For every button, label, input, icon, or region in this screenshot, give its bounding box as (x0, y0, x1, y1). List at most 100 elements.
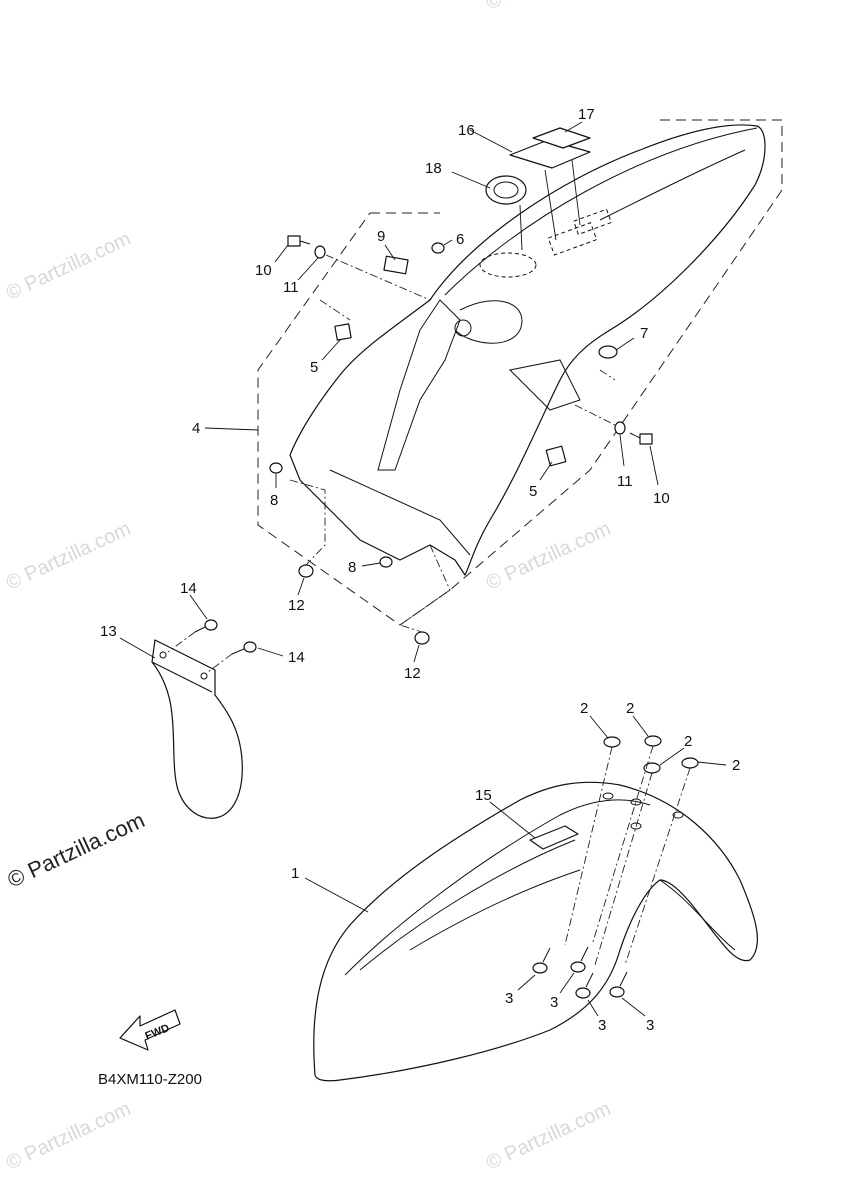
leader-3b (559, 972, 575, 994)
callout-18: 18 (425, 160, 442, 177)
callout-11-left: 11 (283, 279, 299, 296)
callout-4: 4 (192, 420, 200, 437)
leader-12a (297, 577, 305, 596)
leader-6 (443, 239, 453, 246)
label-position-2 (572, 208, 612, 236)
collar-2-a (603, 736, 621, 748)
axis-collar-b (591, 745, 654, 946)
callout-2-a: 2 (580, 700, 588, 717)
leader-13 (119, 637, 156, 659)
axis-bolt-12-right (398, 544, 451, 633)
leader-2a (589, 715, 609, 739)
front-fender (313, 781, 758, 1082)
callout-5-right: 5 (529, 483, 537, 500)
front-fender-stripe (359, 839, 576, 971)
callout-3-d: 3 (646, 1017, 654, 1034)
callout-3-a: 3 (505, 990, 513, 1007)
front-fender-rear-edge (659, 879, 736, 951)
grommet-7 (598, 345, 618, 359)
axis-screw-14-top (167, 631, 196, 653)
axis-collar-c (594, 772, 653, 966)
leader-3c (587, 999, 599, 1017)
bolt-10-right-shank (629, 432, 641, 439)
leader-9 (384, 244, 396, 261)
washer-11-right (614, 421, 626, 435)
callout-13: 13 (100, 623, 117, 640)
bolt-10-left-shank (299, 240, 311, 245)
callout-5-left: 5 (310, 359, 318, 376)
label-17 (532, 127, 591, 149)
fender-hole-1 (602, 792, 614, 800)
bolt-3-b (570, 946, 589, 973)
callout-7: 7 (640, 325, 648, 342)
washer-11-left (314, 245, 326, 259)
leader-14a (189, 594, 208, 620)
leader-5b (539, 461, 553, 481)
bolt-3-c-shank (585, 972, 594, 988)
axis-bolt-12-left (289, 479, 326, 566)
front-fender-crest (344, 799, 651, 976)
axis-clip (319, 299, 616, 381)
leader-2b (632, 715, 649, 737)
callout-10-left: 10 (255, 262, 272, 279)
label-16 (509, 139, 591, 169)
bolt-3-a-head (532, 962, 548, 974)
watermark-text: © Partzilla.com (483, 1098, 614, 1175)
leader-lines (119, 121, 727, 1017)
watermark-text-main: © Partzilla.com (4, 807, 149, 892)
leader-10a (274, 244, 289, 263)
screw-14-right-shank (231, 648, 245, 655)
bolt-10-right-head (639, 433, 653, 445)
emblem-center (493, 181, 519, 199)
callout-11-right: 11 (617, 473, 633, 490)
callout-12-left: 12 (288, 597, 305, 614)
emblem (485, 175, 527, 205)
mud-flap (151, 639, 243, 819)
washer-8-right (379, 556, 393, 568)
clip-5-left (334, 323, 352, 341)
leader-2c (659, 747, 685, 766)
leader-14b (257, 647, 284, 657)
rear-fender-bracket (377, 299, 461, 471)
callout-17: 17 (578, 106, 595, 123)
leader-7 (615, 337, 635, 351)
axis-bolt-right (574, 404, 616, 426)
clip-nut-9 (383, 255, 409, 275)
rear-fender-edge (329, 469, 471, 556)
leader-3a (517, 974, 536, 991)
callout-9: 9 (377, 228, 385, 245)
mud-flap-fold (151, 661, 213, 693)
rear-fender-boss (454, 300, 523, 344)
watermark-text: © Partzilla.com (483, 518, 614, 595)
callout-labels: 16 17 18 9 6 10 11 5 7 4 8 8 5 11 10 12 … (100, 106, 740, 1034)
rear-fender-mount (508, 359, 581, 411)
screw-14-top-head (204, 619, 218, 631)
leader-label-drop (544, 169, 557, 241)
axis-screw-14-right (207, 653, 233, 673)
leader-16 (469, 129, 513, 153)
fender-hole-3 (630, 822, 642, 830)
bolt-3-a (532, 947, 551, 974)
watermark-text: © Partzilla.com (3, 518, 134, 595)
callout-2-c: 2 (684, 733, 692, 750)
callout-10-right: 10 (653, 490, 670, 507)
washer-8-left (269, 462, 283, 474)
front-fender-assembly (313, 735, 758, 1082)
callout-1: 1 (291, 865, 299, 882)
mud-flap-hole-right (200, 672, 208, 680)
callout-2-d: 2 (732, 757, 740, 774)
axis-collar-a (564, 746, 613, 946)
leader-2d (697, 761, 727, 766)
watermark-text: © Partzilla.com (3, 1098, 134, 1175)
callout-6: 6 (456, 231, 464, 248)
callout-14-top: 14 (180, 580, 197, 597)
rear-fender-assembly (257, 119, 783, 645)
watermark-text: © Partzilla.com (483, 0, 614, 15)
callout-3-b: 3 (550, 994, 558, 1011)
leader-17 (564, 121, 583, 133)
emblem-position (479, 252, 537, 278)
callout-3-c: 3 (598, 1017, 606, 1034)
collar-2-d (681, 757, 699, 769)
leader-18 (451, 171, 491, 189)
rear-fender-crest (444, 127, 758, 296)
